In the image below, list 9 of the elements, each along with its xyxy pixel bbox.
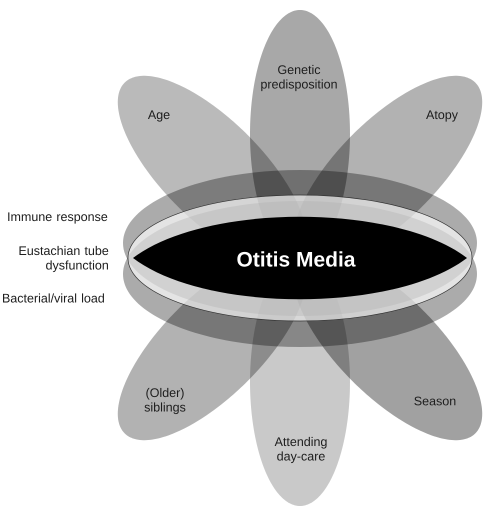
- node-label: Atopy: [426, 110, 458, 122]
- node-label: Season: [414, 396, 456, 406]
- node-label: Immune response: [8, 212, 108, 224]
- node-label: (Older) siblings: [144, 388, 186, 414]
- node-label: Age: [148, 110, 170, 122]
- petal: Attending day-care: [250, 294, 350, 506]
- node-label: Bacterial/viral load: [2, 293, 104, 303]
- node-label: Eustachian tube dysfunction: [19, 246, 108, 272]
- petal: Genetic predisposition: [250, 10, 350, 222]
